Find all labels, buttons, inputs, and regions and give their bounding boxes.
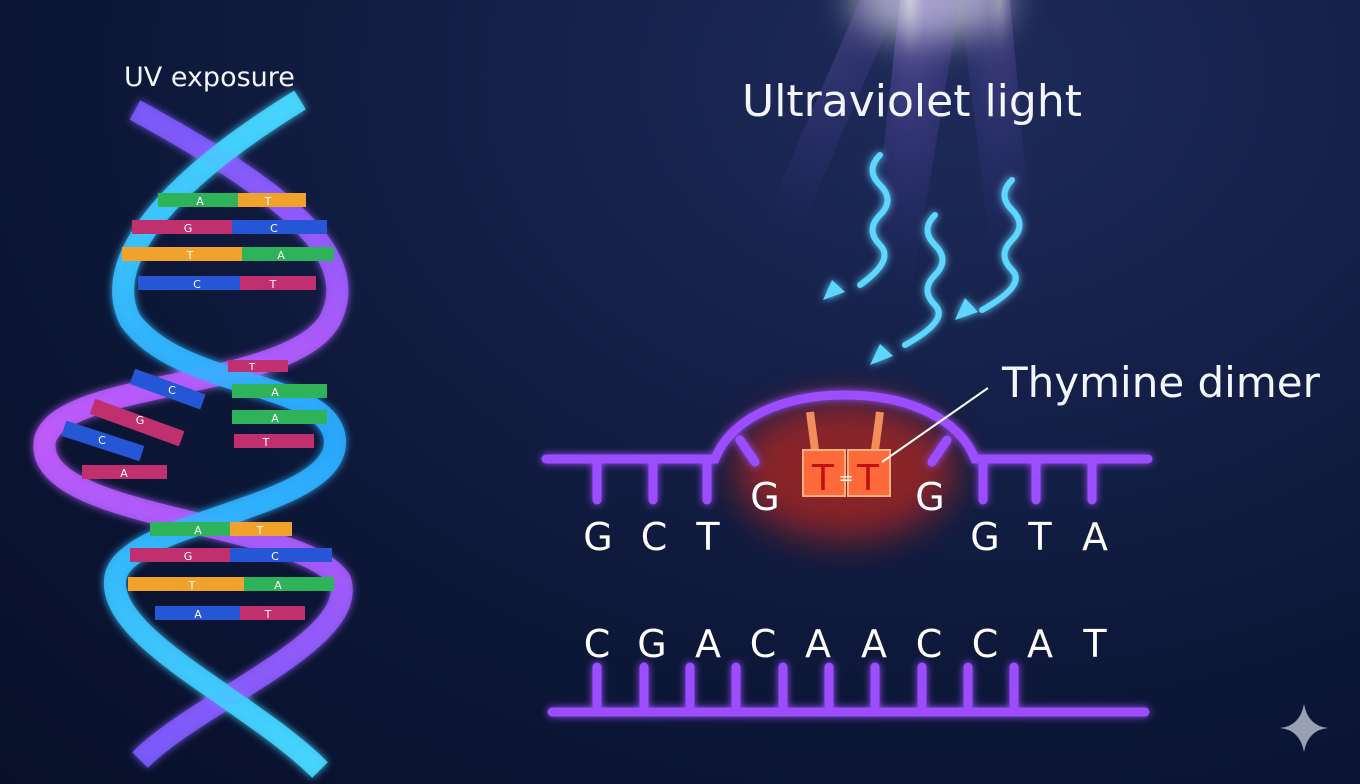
svg-text:T: T — [695, 515, 720, 559]
svg-text:A: A — [805, 622, 831, 666]
svg-text:A: A — [271, 386, 279, 399]
uv-ray-arrows — [823, 152, 1023, 365]
svg-text:A: A — [277, 249, 285, 262]
base-pair: A T — [158, 193, 306, 208]
svg-text:T: T — [856, 458, 880, 499]
base-pair: T A — [122, 247, 334, 262]
svg-text:G: G — [184, 222, 193, 235]
svg-text:T: T — [269, 278, 277, 291]
svg-text:T: T — [1027, 515, 1052, 559]
svg-text:A: A — [274, 579, 282, 592]
svg-text:=: = — [838, 468, 853, 489]
helix-bottom-pairs: A T G C T A A T — [128, 522, 334, 621]
svg-text:T: T — [262, 436, 270, 449]
svg-text:C: C — [270, 222, 278, 235]
helix-broken-section: C G C A T A A T — [61, 360, 327, 480]
svg-text:C: C — [193, 278, 201, 291]
base-pair: G C — [132, 220, 327, 235]
svg-text:G: G — [637, 622, 666, 666]
svg-text:A: A — [695, 622, 721, 666]
dimer-pointer-line — [881, 387, 989, 463]
thymine-box — [847, 449, 891, 497]
svg-text:T: T — [264, 195, 272, 208]
svg-text:G: G — [970, 515, 999, 559]
svg-text:C: C — [972, 622, 999, 666]
complementary-strand: C G A C A A C C A T — [547, 622, 1150, 717]
svg-text:A: A — [861, 622, 887, 666]
thymine-dimer-label: Thymine dimer — [1002, 358, 1320, 407]
svg-text:T: T — [1082, 622, 1107, 666]
svg-text:A: A — [194, 608, 202, 621]
svg-text:T: T — [248, 362, 256, 373]
svg-text:T: T — [256, 524, 264, 537]
svg-text:A: A — [196, 195, 204, 208]
svg-text:A: A — [194, 524, 202, 537]
svg-text:A: A — [120, 467, 128, 480]
svg-text:C: C — [271, 550, 279, 563]
ultraviolet-light-label: Ultraviolet light — [742, 76, 1082, 127]
svg-text:C: C — [916, 622, 943, 666]
svg-text:C: C — [168, 384, 176, 397]
damaged-strand: T T = G G G C T G T A — [541, 387, 1153, 559]
svg-text:G: G — [583, 515, 612, 559]
svg-text:A: A — [1027, 622, 1053, 666]
svg-text:A: A — [1082, 515, 1108, 559]
svg-text:T: T — [188, 579, 196, 592]
svg-text:G: G — [136, 414, 145, 427]
svg-text:G: G — [915, 475, 944, 519]
svg-text:A: A — [271, 412, 279, 425]
svg-text:G: G — [750, 475, 779, 519]
svg-text:T: T — [811, 458, 835, 499]
uv-beams — [730, 0, 1040, 360]
sparkle-icon — [1280, 704, 1328, 752]
thymine-box — [802, 449, 846, 497]
svg-text:T: T — [186, 249, 194, 262]
svg-text:C: C — [98, 434, 106, 447]
uv-exposure-label: UV exposure — [124, 62, 295, 93]
base-pair: C T — [138, 276, 316, 291]
svg-text:G: G — [184, 550, 193, 563]
svg-text:C: C — [750, 622, 777, 666]
svg-text:C: C — [584, 622, 611, 666]
helix-top-pairs: A T G C T A C T — [122, 193, 334, 291]
svg-text:C: C — [641, 515, 668, 559]
svg-text:T: T — [264, 608, 272, 621]
